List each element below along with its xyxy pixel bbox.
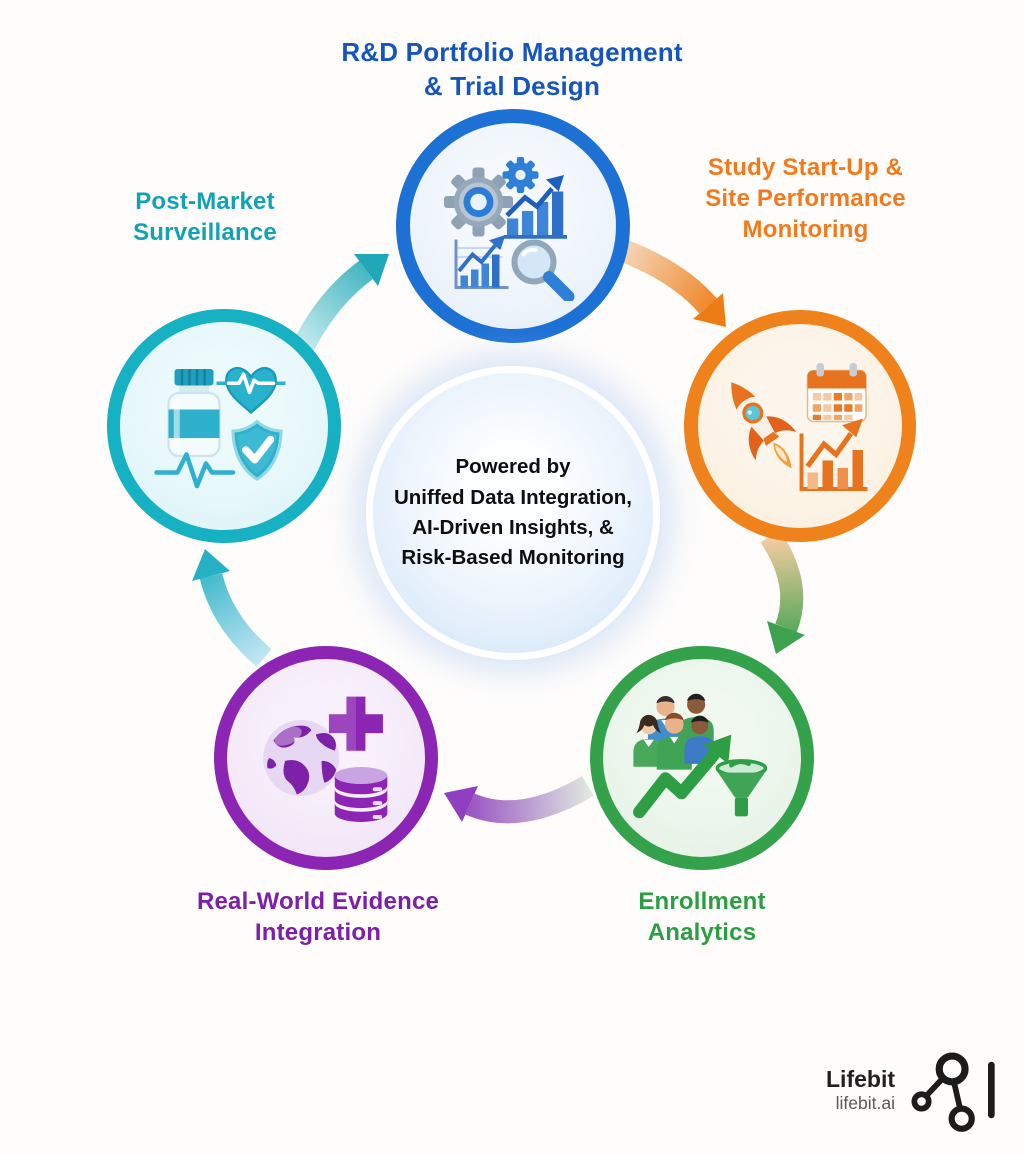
calendar-icon — [806, 363, 867, 423]
node-post-market-surveillance — [107, 309, 341, 543]
hub-text-line: Risk-Based Monitoring — [401, 546, 625, 570]
label-line: Real-World Evidence — [196, 888, 440, 915]
funnel-icon — [715, 759, 768, 817]
node-enrollment-analytics — [590, 646, 814, 870]
lifebit-logo-text: Lifebit lifebit.ai — [826, 1066, 895, 1113]
logo-domain: lifebit.ai — [835, 1092, 895, 1113]
medicine-bottle-icon — [167, 369, 221, 458]
lifebit-logo: Lifebit lifebit.ai — [826, 1046, 1003, 1134]
globe-icon — [263, 720, 340, 796]
label-line: Post-Market — [135, 188, 275, 215]
label-study-startup: Study Start-Up & Site Performance Monito… — [683, 152, 928, 246]
network-nodes-icon — [911, 1052, 995, 1132]
node-real-world-evidence-integration — [214, 646, 438, 870]
logo-name: Lifebit — [826, 1066, 895, 1093]
magnifier-icon — [511, 239, 575, 301]
label-line: Enrollment — [638, 888, 766, 915]
rocket-calendar-chart-icon — [731, 363, 868, 491]
people-group-icon — [633, 693, 716, 770]
growth-arrow-icon — [633, 734, 732, 819]
bar-chart-arrow-icon — [504, 175, 567, 239]
small-gear-icon — [502, 157, 539, 193]
database-icon — [334, 767, 388, 822]
center-hub-text: Powered by Uniffed Data Integration, AI-… — [382, 452, 644, 573]
label-enrollment-analytics: Enrollment Analytics — [588, 886, 816, 948]
label-line: Study Start-Up & — [707, 154, 904, 181]
arrow-purple-to-teal — [192, 549, 272, 667]
arrow-orange-to-green — [760, 529, 805, 654]
ekg-line-icon — [154, 452, 236, 489]
label-line: Integration — [254, 919, 382, 947]
label-line: Monitoring — [742, 216, 869, 244]
node-study-startup-site-performance — [684, 310, 916, 542]
globe-plus-database-icon — [263, 696, 388, 822]
heart-pulse-icon — [216, 367, 286, 414]
node-rd-portfolio-trial-design — [396, 109, 630, 343]
bar-chart-arrow-icon — [799, 418, 868, 491]
label-line: R&D Portfolio Management — [341, 37, 683, 67]
label-rd-portfolio: R&D Portfolio Management & Trial Design — [292, 36, 732, 104]
arrow-green-to-purple — [444, 776, 594, 824]
mini-chart-icon — [454, 235, 509, 289]
label-rwe-integration: Real-World Evidence Integration — [148, 886, 488, 948]
medicine-heart-shield-icon — [154, 367, 286, 489]
gears-analytics-magnifier-icon — [444, 157, 575, 301]
label-line: & Trial Design — [423, 70, 601, 101]
label-line: Surveillance — [133, 219, 277, 247]
hub-text-line: AI-Driven Insights, & — [412, 516, 614, 539]
label-line: Analytics — [647, 919, 757, 947]
large-gear-icon — [444, 167, 513, 237]
people-growth-funnel-icon — [633, 693, 768, 819]
plus-icon — [328, 696, 383, 751]
center-hub-circle: Powered by Uniffed Data Integration, AI-… — [366, 366, 660, 660]
rocket-icon — [731, 382, 797, 469]
hub-text-line: Uniffed Data Integration, — [393, 485, 633, 509]
label-line: Site Performance — [705, 185, 906, 213]
hub-text-line: Powered by — [455, 455, 571, 479]
label-post-market: Post-Market Surveillance — [85, 186, 325, 248]
shield-check-icon — [231, 419, 283, 481]
